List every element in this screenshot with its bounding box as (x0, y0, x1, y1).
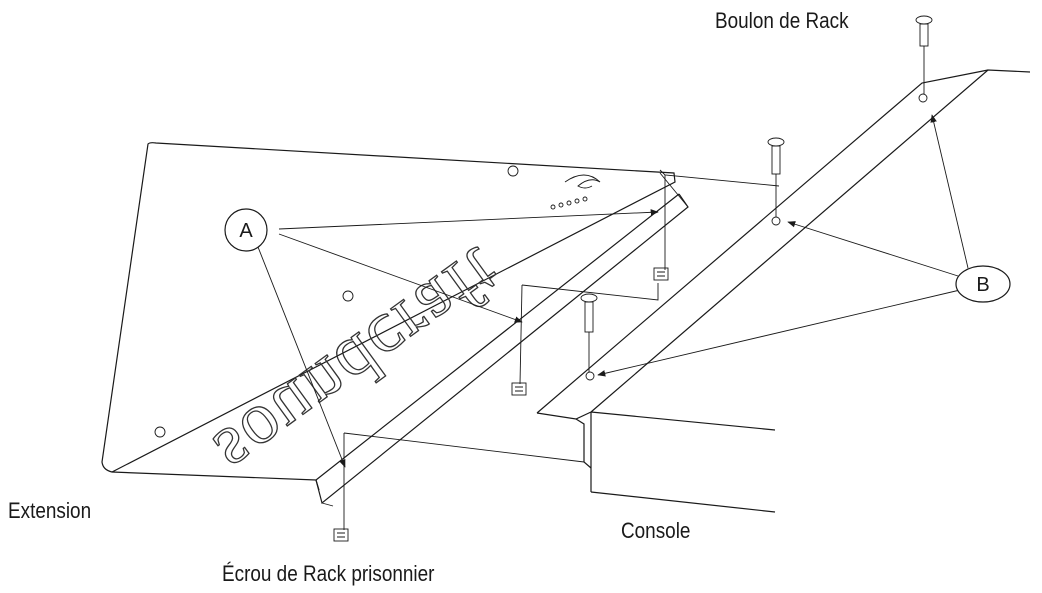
extension-label: Extension (8, 498, 92, 523)
callout-a: A (224, 208, 659, 468)
callout-b: B (597, 114, 1011, 377)
captive-nut-label: Écrou de Rack prisonnier (222, 561, 435, 586)
callout-b-label: B (976, 274, 989, 296)
alignment-lines (343, 169, 780, 530)
console-label: Console (621, 518, 691, 543)
rack-bolt-label: Boulon de Rack (715, 8, 849, 33)
callout-b-circle (955, 265, 1011, 303)
extension-hole (154, 426, 166, 438)
callout-a-label: A (239, 220, 253, 242)
console-hole (918, 93, 928, 103)
rack-bolt (767, 137, 785, 217)
captive-nut (653, 267, 669, 281)
rack-bolt (915, 15, 933, 94)
callout-a-circle (224, 208, 268, 252)
rack-bolts (580, 15, 933, 372)
captive-nut (511, 382, 527, 396)
brand-wordmark: soundcraft (200, 231, 517, 493)
rack-bolt (580, 293, 598, 372)
brand-emblem (564, 174, 601, 189)
captive-nut (333, 528, 349, 542)
console-body (536, 69, 1031, 513)
extension-hole (507, 165, 519, 177)
console-hole (585, 371, 595, 381)
console-hole (771, 216, 781, 226)
captive-nuts (333, 267, 669, 542)
extension-hole (342, 290, 354, 302)
